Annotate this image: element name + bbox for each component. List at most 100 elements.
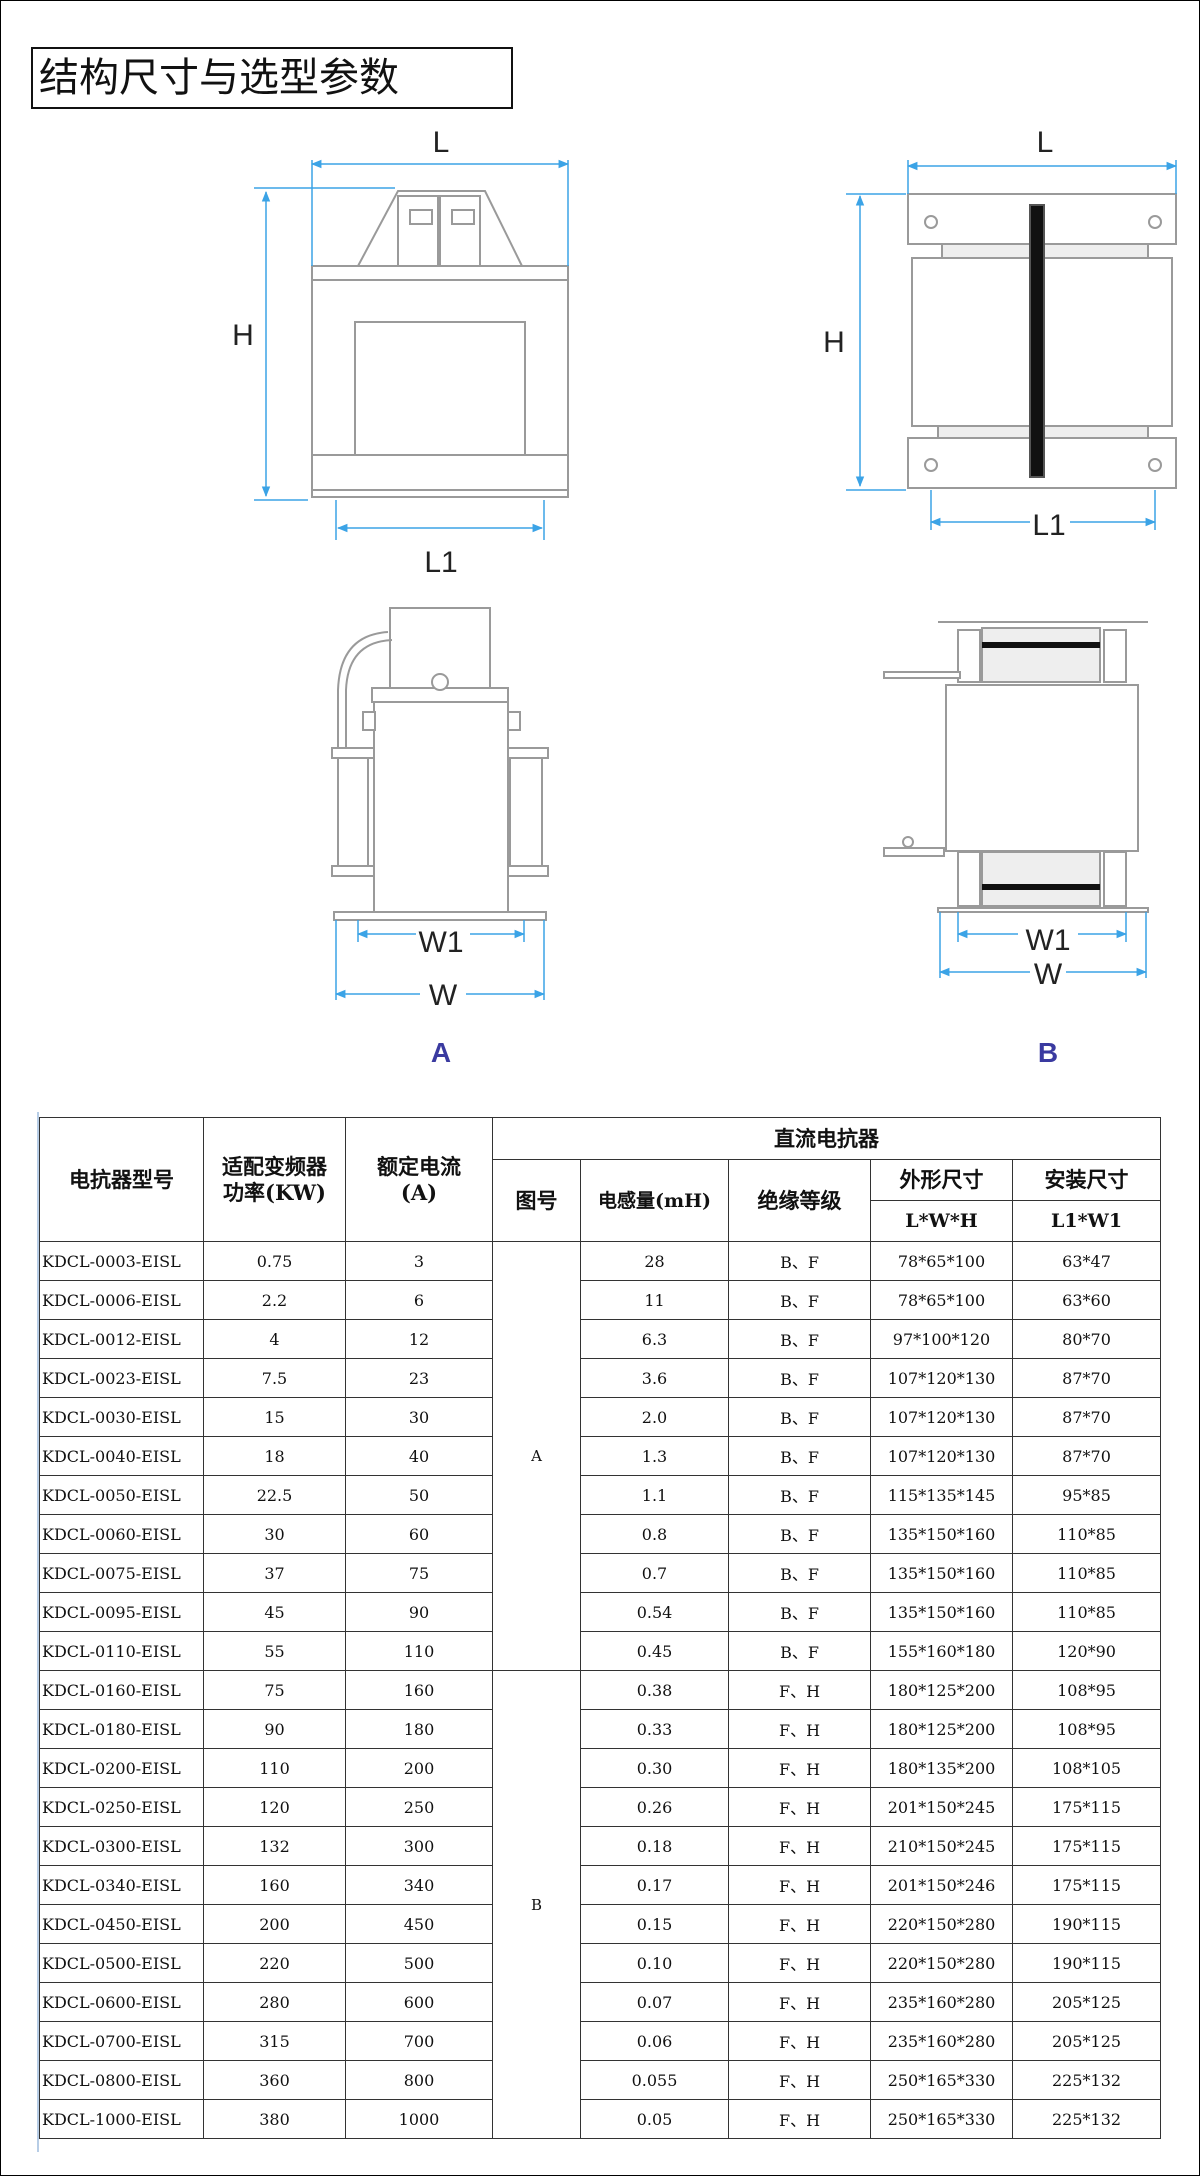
cell-inductance: 3.6 [580,1358,729,1398]
cell-outline: 78*65*100 [870,1280,1013,1320]
cell-current: 23 [345,1358,493,1398]
drawing-a-side-dims [334,920,546,1000]
cell-outline: 155*160*180 [870,1631,1013,1671]
cell-power: 200 [203,1904,346,1944]
dim-label-b-w1: W1 [1026,924,1071,957]
cell-inductance: 6.3 [580,1319,729,1359]
cell-model: KDCL-0003-EISL [39,1241,204,1281]
cell-outline: 107*120*130 [870,1397,1013,1437]
cell-current: 180 [345,1709,493,1749]
cell-model: KDCL-0300-EISL [39,1826,204,1866]
cell-outline: 97*100*120 [870,1319,1013,1359]
cell-inductance: 0.06 [580,2021,729,2061]
dim-label-a-h: H [232,319,254,352]
drawing-a-front [311,190,569,498]
dim-label-a-l1: L1 [424,546,457,579]
cell-insulation: B、F [728,1319,871,1359]
cell-power: 160 [203,1865,346,1905]
cell-insulation: F、H [728,1865,871,1905]
cell-model: KDCL-0250-EISL [39,1787,204,1827]
cell-power: 2.2 [203,1280,346,1320]
cell-mount: 108*95 [1011,1709,1162,1749]
cell-mount: 175*115 [1011,1826,1162,1866]
cell-current: 40 [345,1436,493,1476]
cell-current: 160 [345,1670,493,1710]
cell-insulation: F、H [728,1904,871,1944]
cell-inductance: 0.07 [580,1982,729,2022]
cell-insulation: F、H [728,1982,871,2022]
header-group: 直流电抗器 [491,1117,1162,1160]
cell-outline: 220*150*280 [870,1943,1013,1983]
drawing-a-front-dims [254,159,570,540]
dim-label-b-l1: L1 [1032,509,1065,542]
cell-insulation: B、F [728,1631,871,1671]
cell-insulation: F、H [728,1826,871,1866]
cell-outline: 220*150*280 [870,1904,1013,1944]
cell-power: 360 [203,2060,346,2100]
cell-mount: 190*115 [1011,1904,1162,1944]
header-power: 适配变频器功率(KW) [203,1117,346,1242]
cell-current: 800 [345,2060,493,2100]
header-figure: 图号 [492,1159,581,1242]
cell-inductance: 0.10 [580,1943,729,1983]
header-current: 额定电流(A) [345,1117,493,1242]
cell-mount: 108*105 [1011,1748,1162,1788]
cell-power: 75 [203,1670,346,1710]
cell-insulation: F、H [728,1787,871,1827]
cell-outline: 135*150*160 [870,1553,1013,1593]
cell-power: 132 [203,1826,346,1866]
cell-insulation: B、F [728,1514,871,1554]
header-mount-sub: L1*W1 [1011,1200,1162,1242]
drawing-b-side-dims [938,912,1148,978]
cell-current: 30 [345,1397,493,1437]
dim-label-b-w: W [1034,958,1063,991]
cell-power: 18 [203,1436,346,1476]
drawing-a-side [331,607,549,921]
cell-inductance: 28 [580,1241,729,1281]
section-title: 结构尺寸与选型参数 [31,47,513,109]
cell-outline: 78*65*100 [870,1241,1013,1281]
cell-outline: 180*125*200 [870,1670,1013,1710]
dim-label-a-w: W [429,979,458,1012]
cell-insulation: B、F [728,1592,871,1632]
cell-inductance: 0.26 [580,1787,729,1827]
cell-current: 500 [345,1943,493,1983]
cell-inductance: 0.8 [580,1514,729,1554]
cell-mount: 205*125 [1011,2021,1162,2061]
cell-model: KDCL-0030-EISL [39,1397,204,1437]
cell-model: KDCL-0180-EISL [39,1709,204,1749]
cell-model: KDCL-0023-EISL [39,1358,204,1398]
cell-insulation: F、H [728,1709,871,1749]
cell-inductance: 0.05 [580,2099,729,2139]
figure-label-b: B [1038,1037,1058,1068]
cell-inductance: 0.18 [580,1826,729,1866]
cell-mount: 175*115 [1011,1865,1162,1905]
cell-power: 0.75 [203,1241,346,1281]
cell-mount: 225*132 [1011,2099,1162,2139]
cell-current: 450 [345,1904,493,1944]
cell-power: 30 [203,1514,346,1554]
cell-outline: 250*165*330 [870,2060,1013,2100]
cell-insulation: F、H [728,1748,871,1788]
cell-model: KDCL-0110-EISL [39,1631,204,1671]
cell-model: KDCL-0006-EISL [39,1280,204,1320]
header-inductance: 电感量(mH) [580,1159,729,1242]
cell-model: KDCL-0800-EISL [39,2060,204,2100]
cell-mount: 190*115 [1011,1943,1162,1983]
dim-label-a-l: L [433,126,450,159]
cell-current: 200 [345,1748,493,1788]
cell-mount: 108*95 [1011,1670,1162,1710]
header-power-line2: 功率(KW) [223,1179,326,1205]
cell-power: 280 [203,1982,346,2022]
cell-mount: 110*85 [1011,1592,1162,1632]
cell-current: 90 [345,1592,493,1632]
cell-figure: B [492,1670,581,2139]
header-outline: 外形尺寸 [870,1159,1013,1201]
